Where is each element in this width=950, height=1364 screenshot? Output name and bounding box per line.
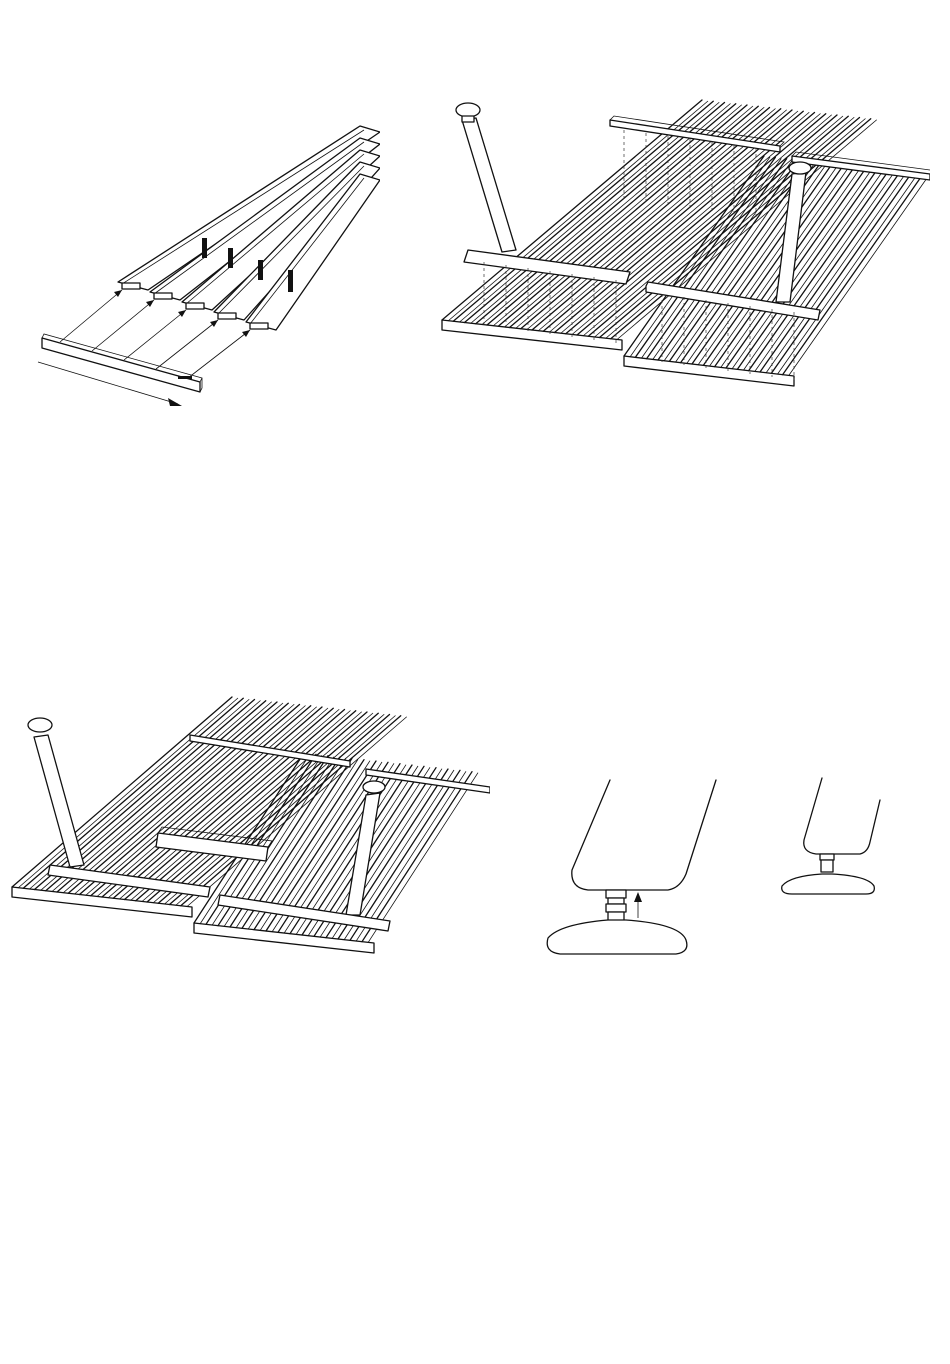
leg-left bbox=[28, 718, 210, 897]
alignment-dashes bbox=[484, 130, 794, 380]
step-4-diagram bbox=[540, 770, 890, 960]
leg-foot-large bbox=[547, 780, 716, 954]
step-1-diagram bbox=[30, 120, 380, 420]
push-direction-arrow bbox=[38, 362, 182, 406]
step-2-diagram bbox=[440, 90, 930, 410]
step-3-diagram bbox=[10, 695, 490, 965]
slat-group bbox=[118, 126, 380, 330]
end-cap-bar bbox=[42, 334, 202, 392]
tabletop-right bbox=[624, 156, 929, 386]
leg-foot-small bbox=[782, 778, 880, 894]
